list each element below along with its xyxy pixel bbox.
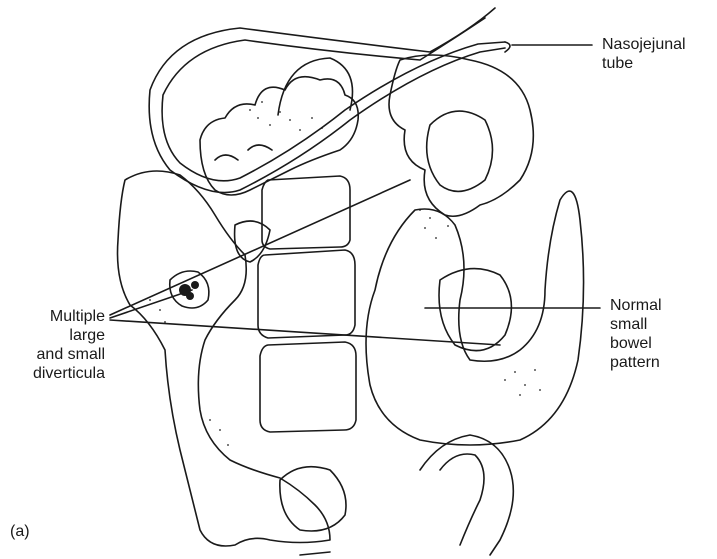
label-line: Multiple	[33, 307, 105, 326]
descending-colon	[366, 191, 584, 445]
label-line: tube	[602, 54, 686, 73]
label-line: large	[33, 326, 105, 345]
rectum	[280, 467, 346, 531]
label-line: diverticula	[33, 364, 105, 383]
label-line: Normal	[610, 296, 662, 315]
leader-div-3	[110, 320, 500, 345]
panel-label: (a)	[10, 522, 30, 541]
normal-bowel-label: Normal small bowel pattern	[610, 296, 662, 372]
stippling	[179, 281, 199, 300]
diverticula-label: Multiple large and small diverticula	[33, 307, 105, 383]
nasojejunal-tube-label: Nasojejunal tube	[602, 35, 686, 73]
transverse-colon	[200, 77, 358, 195]
vertebrae	[258, 176, 356, 432]
left-colon	[118, 171, 331, 546]
label-line: Nasojejunal	[602, 35, 686, 54]
label-line: and small	[33, 345, 105, 364]
sigmoid-lower	[420, 435, 513, 555]
leader-div-1	[110, 180, 410, 315]
nasojejunal-tube-tip	[505, 42, 510, 52]
label-line: pattern	[610, 353, 662, 372]
nasojejunal-tube-inner	[162, 18, 505, 181]
label-line: small	[610, 315, 662, 334]
label-line: bowel	[610, 334, 662, 353]
